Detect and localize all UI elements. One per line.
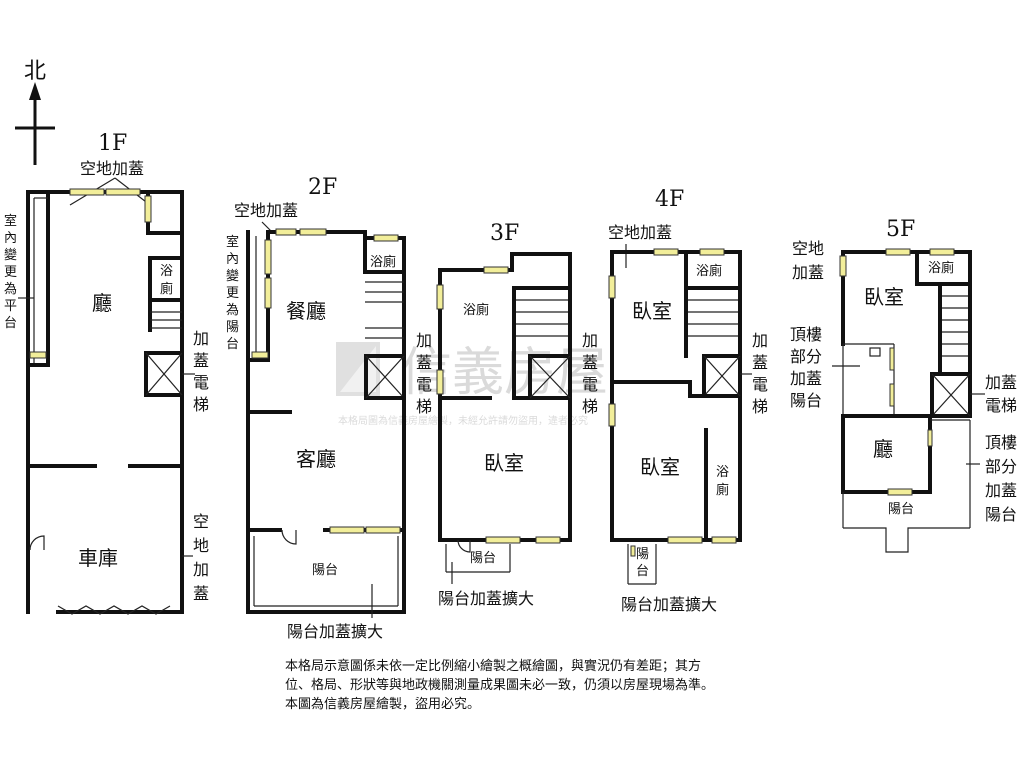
floor-4f-elev-3: 梯 [752,397,768,416]
floor-4f-bath: 浴廁 [696,263,722,279]
floor-5f-elev-1: 電梯 [985,396,1017,415]
floor-1f-side-1: 地 [193,536,209,555]
floor-3f-bedroom: 臥室 [484,451,524,475]
floor-1f-side-0: 空 [193,512,209,531]
watermark: 信義房屋 本格局圖為信義房屋繪製，未經允許請勿盜用，違者必究 [336,342,608,427]
floor-3f-elev-2: 電 [582,375,598,394]
floor-4f-addition-label: 空地加蓋 [608,223,672,242]
disclaimer: 本格局示意圖係未依一定比例縮小繪製之概繪圖，與實況仍有差距；其方 位、格局、形狀… [285,657,845,714]
floor-2f-indoor-6: 台 [226,337,239,352]
floor-4f-elev-1: 蓋 [752,353,768,372]
floor-4f-bedroom-top: 臥室 [632,299,672,323]
floor-2f-indoor-1: 內 [226,252,239,267]
floor-1f-indoor-3: 更 [4,265,17,280]
floor-2f-living: 客廳 [296,447,336,471]
floor-2f-elev-0: 加 [416,331,432,350]
floor-5f-balcony: 陽台 [888,502,914,517]
floor-5f-roof-side-1: 部分 [985,457,1017,476]
floor-4f-bath-side-0: 浴 [716,465,729,480]
floor-4f-balcony-ext: 陽台加蓋擴大 [621,595,717,614]
floor-5f-bedroom: 臥室 [864,285,904,309]
floor-3f-elev-1: 蓋 [582,353,598,372]
floor-5f-title: 5F [886,217,915,242]
floor-4f-elev-0: 加 [752,331,768,350]
floor-1f-indoor-4: 為 [4,281,17,297]
disclaimer-line-2: 位、格局、形狀等與地政機關測量成果圖未必一致，仍須以房屋現場為準。 [285,678,715,693]
floor-5f-addition-1: 加蓋 [792,263,824,282]
floor-1f-indoor-1: 內 [4,231,17,246]
floor-1f-side-3: 蓋 [193,584,209,603]
floor-2f-elev-1: 蓋 [416,353,432,372]
north-compass: 北 [15,59,55,165]
floor-3f-title: 3F [490,221,519,246]
watermark-notice: 本格局圖為信義房屋繪製，未經允許請勿盜用，違者必究 [338,414,588,427]
floor-1f-addition-label: 空地加蓋 [80,159,144,178]
floor-5f-roof-side-0: 頂樓 [985,433,1017,452]
floor-1f-elev-0: 加 [193,329,209,348]
floor-1f-elev-1: 蓋 [193,351,209,370]
floor-1f-elev-2: 電 [193,373,209,392]
floor-2f-balcony-ext: 陽台加蓋擴大 [287,622,383,641]
floor-2f-elev-3: 梯 [416,397,432,416]
floor-1f-indoor-2: 變 [4,247,17,263]
floor-5f-elev-0: 加蓋 [985,373,1017,392]
floor-5f-roof-part-0: 頂樓 [790,325,822,344]
floor-1f-indoor-6: 台 [4,316,17,331]
floor-4f-elev-2: 電 [752,375,768,394]
floor-5f-roof-part-3: 陽台 [790,391,822,410]
floor-3f-elev-3: 梯 [582,397,598,416]
floor-1f-garage: 車庫 [78,546,118,570]
floor-5f-addition-0: 空地 [792,239,824,258]
floor-2f-indoor-5: 陽 [226,320,239,335]
north-arrow-icon [29,82,41,100]
disclaimer-line-1: 本格局示意圖係未依一定比例縮小繪製之概繪圖，與實況仍有差距；其方 [285,659,702,674]
floor-4f-balcony-0: 陽 [636,547,649,562]
floor-2f-indoor-4: 為 [226,302,239,318]
floor-2f-indoor-2: 變 [226,268,239,284]
floor-2f-indoor-0: 室 [226,234,239,250]
floor-1f-title: 1F [98,131,127,156]
floor-5f-roof-side-3: 陽台 [985,505,1017,524]
disclaimer-line-3: 本圖為信義房屋繪製，盜用必究。 [285,697,481,712]
floor-1f-indoor-0: 室 [4,213,17,229]
floor-2f-dining: 餐廳 [286,299,326,323]
floor-2f-indoor-3: 更 [226,286,239,301]
floor-1f-elev-3: 梯 [193,395,209,414]
floor-2f-title: 2F [308,175,337,200]
floor-1f-hall: 廳 [92,291,112,315]
floor-2f-balcony: 陽台 [312,563,338,578]
floor-1f-side-2: 加 [193,560,209,579]
floor-1f-bath-0: 浴 [160,264,173,279]
floor-1f: 1F 空地加蓋 室 內 變 更 為 平 台 [4,131,209,615]
floor-3f: 3F 浴廁 加 蓋 電 梯 臥室 陽台 陽台加蓋擴大 [436,221,598,608]
north-label: 北 [24,59,46,84]
floor-5f-hall: 廳 [873,437,893,461]
floor-1f-bath-1: 廁 [160,281,173,297]
floor-5f-roof-side-2: 加蓋 [985,481,1017,500]
floor-2f-bath: 浴廁 [370,254,396,270]
floor-4f: 4F 空地加蓋 浴廁 臥室 加 蓋 電 梯 臥室 浴 廁 陽 台 [608,187,768,614]
floor-2f-elev-2: 電 [416,375,432,394]
floor-5f-roof-part-1: 部分 [790,347,822,366]
floor-4f-bath-side-1: 廁 [716,482,729,498]
floor-4f-balcony-1: 台 [636,564,649,579]
floor-3f-balcony-ext: 陽台加蓋擴大 [438,589,534,608]
floor-4f-bedroom-bottom: 臥室 [640,455,680,479]
floor-2f: 2F 空地加蓋 室 內 變 更 為 [226,175,432,641]
floor-3f-bath: 浴廁 [463,302,489,318]
floor-2f-addition-label: 空地加蓋 [234,201,298,220]
floor-1f-indoor-5: 平 [4,299,17,314]
floor-3f-elev-0: 加 [582,331,598,350]
floor-5f-roof-part-2: 加蓋 [790,369,822,388]
floor-5f-bath: 浴廁 [928,260,954,276]
watermark-brand: 信義房屋 [400,343,608,403]
floor-5f: 5F 空地 加蓋 浴廁 臥室 頂樓 部分 加 [790,217,1017,553]
floor-3f-balcony: 陽台 [470,551,496,566]
floor-4f-title: 4F [655,187,684,212]
